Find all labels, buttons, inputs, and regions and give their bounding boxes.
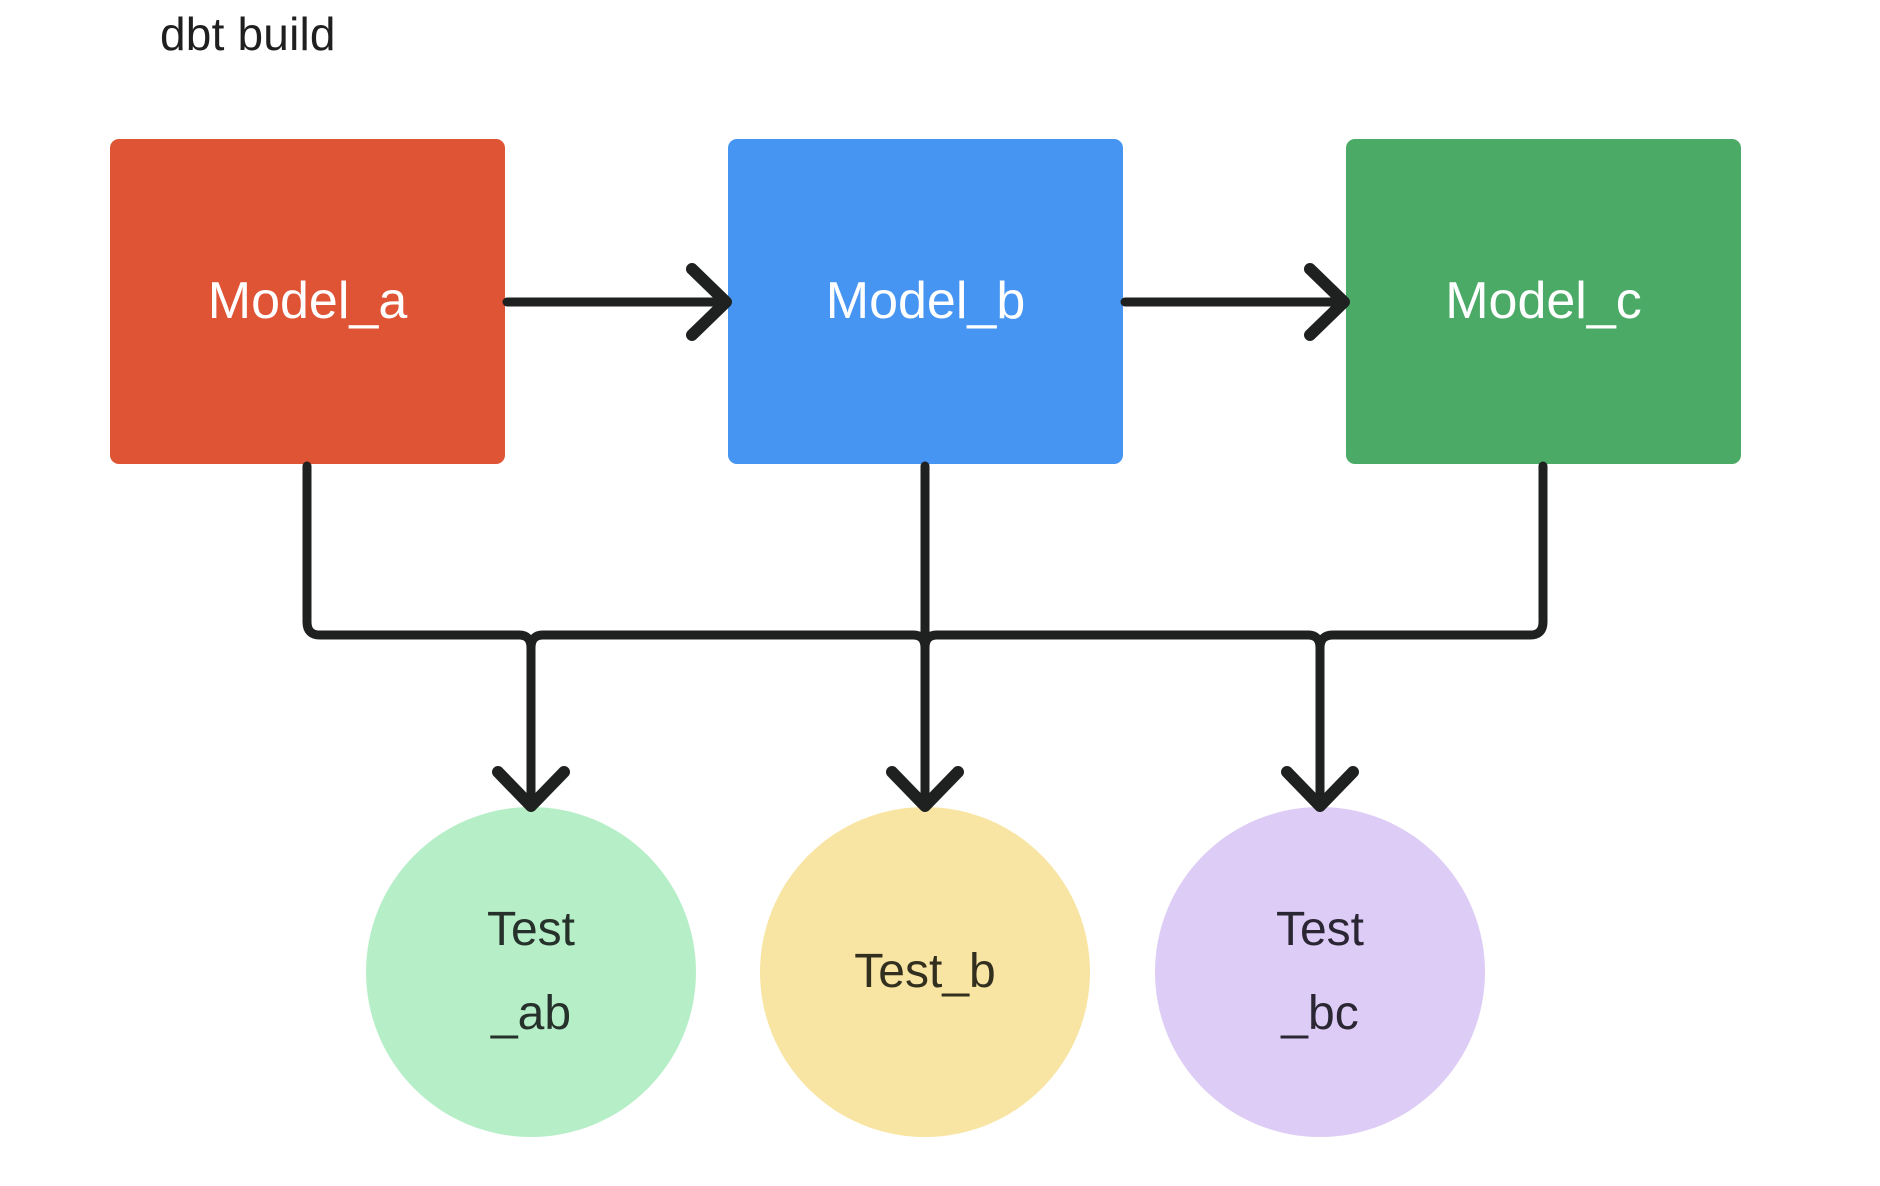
node-model-a[interactable]: [110, 139, 505, 464]
edge-model-a-to-test-ab: [302, 461, 570, 812]
node-test-b[interactable]: [760, 807, 1090, 1137]
node-model-c[interactable]: [1346, 139, 1741, 464]
node-test-bc[interactable]: [1155, 807, 1485, 1137]
edge-model-a-to-model-b: [502, 263, 732, 341]
diagram-title: dbt build: [160, 8, 336, 60]
edge-junction-fillets: [526, 630, 1325, 653]
node-model-b[interactable]: [728, 139, 1123, 464]
edge-model-b-to-model-c: [1120, 263, 1350, 341]
node-test-ab[interactable]: [366, 807, 696, 1137]
edge-model-b-to-test-b: [886, 461, 964, 812]
edge-model-c-to-test-bc: [1281, 461, 1548, 812]
